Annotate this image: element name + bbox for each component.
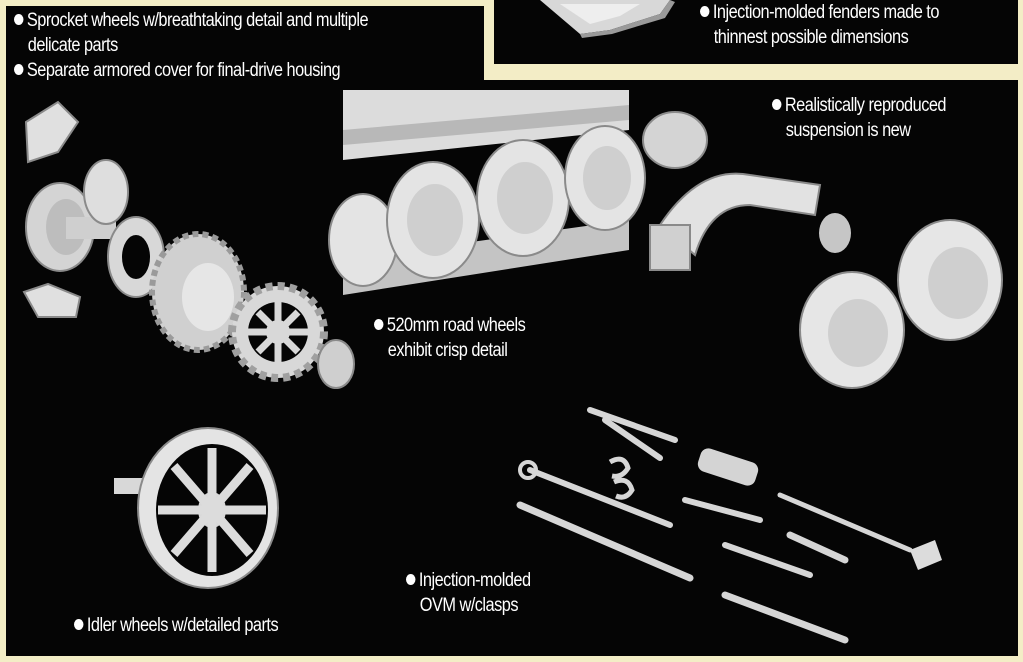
idler-caption-line1: Idler wheels w/detailed parts	[86, 615, 279, 636]
sprocket-caption-line2: delicate parts	[27, 35, 118, 56]
bullet-icon	[74, 619, 84, 630]
fenders-caption-line2: thinnest possible dimensions	[713, 27, 909, 48]
road-wheels-caption-line2: exhibit crisp detail	[387, 340, 508, 361]
bullet-icon	[700, 6, 710, 17]
sprocket-caption: Sprocket wheels w/breathtaking detail an…	[14, 8, 369, 83]
sprocket-assembly-image	[22, 100, 355, 389]
road-wheels-image	[328, 90, 646, 310]
bullet-icon	[14, 14, 24, 25]
fenders-caption: Injection-molded fenders made to thinnes…	[700, 0, 939, 50]
bullet-icon	[374, 319, 384, 330]
suspension-caption-line2: suspension is new	[785, 120, 911, 141]
ovm-tools-image	[516, 407, 942, 644]
road-wheels-caption-line1: 520mm road wheels	[386, 315, 526, 336]
sprocket-caption-line1: Sprocket wheels w/breathtaking detail an…	[26, 10, 369, 31]
fenders-caption-line1: Injection-molded fenders made to	[712, 2, 940, 23]
idler-caption: Idler wheels w/detailed parts	[74, 613, 279, 638]
ovm-caption-line2: OVM w/clasps	[419, 595, 519, 616]
bullet-icon	[406, 574, 416, 585]
top-left-panel	[6, 6, 484, 86]
suspension-caption: Realistically reproduced suspension is n…	[772, 93, 947, 143]
road-wheels-caption: 520mm road wheels exhibit crisp detail	[374, 313, 526, 363]
suspension-caption-line1: Realistically reproduced	[784, 95, 947, 116]
fender-image	[540, 0, 675, 38]
ovm-caption-line1: Injection-molded	[418, 570, 531, 591]
bullet-icon	[14, 64, 24, 75]
sprocket-caption-line3: Separate armored cover for final-drive h…	[26, 60, 341, 81]
ovm-caption: Injection-molded OVM w/clasps	[406, 568, 531, 618]
suspension-image	[642, 111, 1003, 389]
idler-wheel-image	[114, 427, 279, 589]
bullet-icon	[772, 99, 782, 110]
